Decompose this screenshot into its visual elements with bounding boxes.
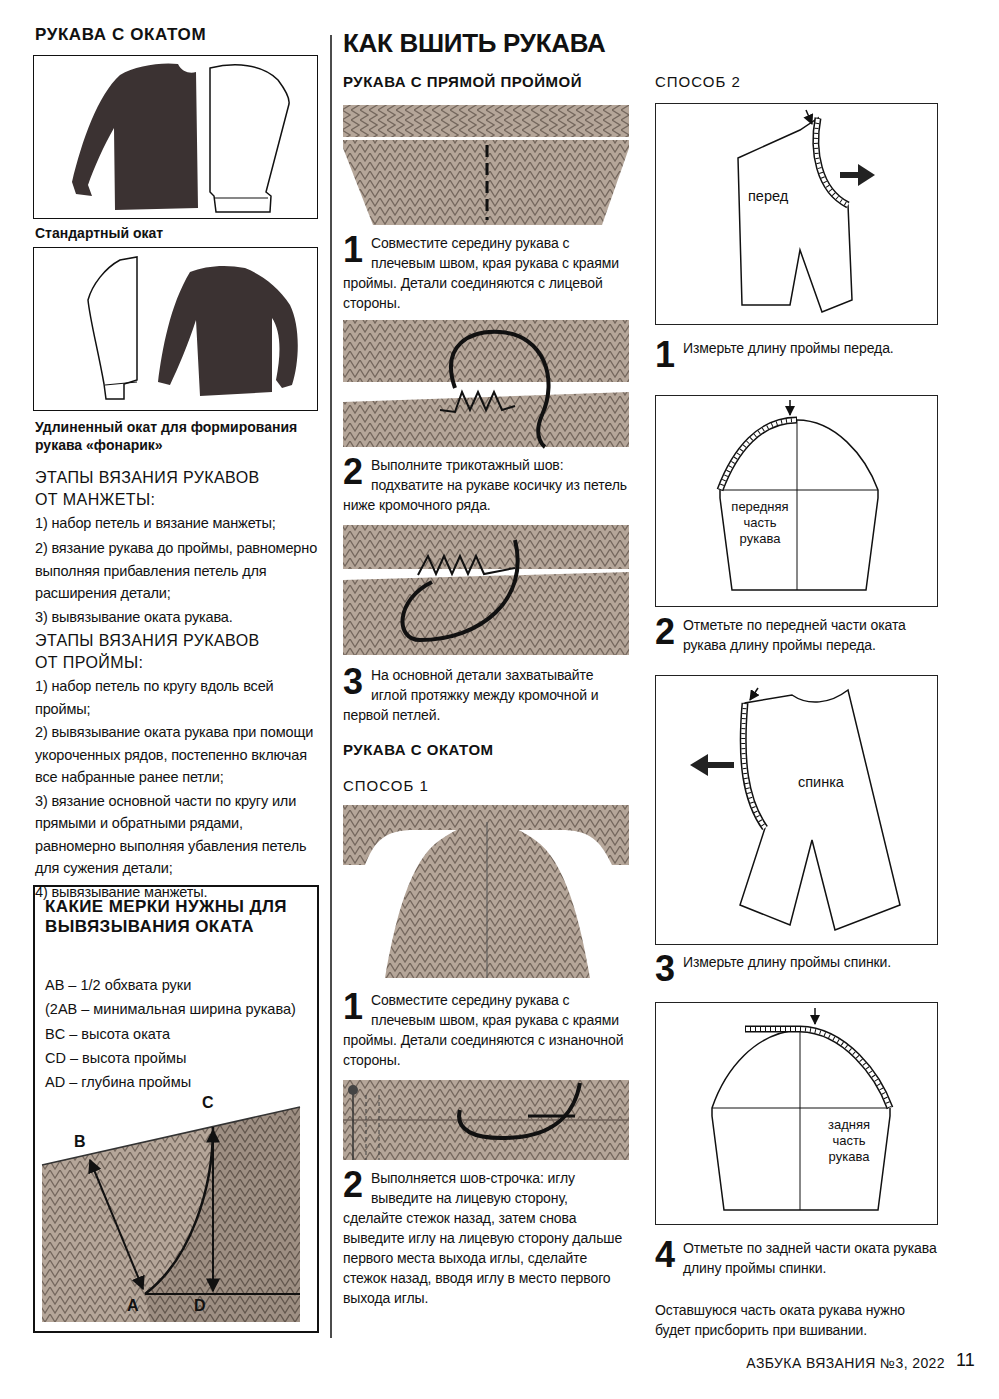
step-block: 2Выполните трикотажный шов: подхватите н… bbox=[343, 455, 630, 515]
step-number: 2 bbox=[655, 616, 675, 648]
box-text: спинка bbox=[798, 772, 860, 792]
back-piece-panel: спинка bbox=[655, 675, 938, 945]
point-letter: A bbox=[127, 1297, 143, 1315]
box-text: BC – высота оката bbox=[45, 1024, 315, 1044]
magazine-footer: АЗБУКА ВЯЗАНИЯ №3, 2022 bbox=[700, 1354, 945, 1372]
step-text: Выполняется шов-строчка: иглу выведите н… bbox=[343, 1170, 622, 1306]
box-text: передняя часть рукава bbox=[724, 499, 796, 547]
step-text: Измерьте длину проймы переда. bbox=[683, 340, 894, 356]
box-heading: КАКИЕ МЕРКИ НУЖНЫ ДЛЯ ВЫВЯЗЫВАНИЯ ОКАТА bbox=[45, 897, 295, 937]
step-block: 3На основной детали захватывайте иглой п… bbox=[343, 665, 630, 725]
page-number: 11 bbox=[956, 1350, 986, 1370]
point-letter: C bbox=[202, 1094, 218, 1112]
note-text: Оставшуюся часть оката рукава нужно буде… bbox=[655, 1300, 940, 1340]
step-number: 3 bbox=[655, 953, 675, 985]
figure-caption: Стандартный окат bbox=[35, 224, 325, 242]
section-heading: РУКАВА С ОКАТОМ bbox=[343, 741, 633, 759]
step-text: Выполните трикотажный шов: подхватите на… bbox=[343, 457, 627, 513]
step-number: 1 bbox=[343, 234, 363, 266]
list-item: 3) вывязывание оката рукава. bbox=[35, 606, 320, 629]
back-sleeve-panel: задняя часть рукава bbox=[655, 1002, 938, 1225]
step-text: На основной детали захватывайте иглой пр… bbox=[343, 667, 598, 723]
page-title: КАК ВШИТЬ РУКАВА bbox=[343, 28, 633, 58]
step-block: 1 Измерьте длину проймы переда. bbox=[655, 338, 940, 371]
step-number: 4 bbox=[655, 1239, 675, 1271]
figure-caption: Удлиненный окат для формирования рукава … bbox=[35, 418, 325, 454]
list-item: 2) вязание рукава до проймы, равномерно … bbox=[35, 537, 320, 605]
box-text: задняя часть рукава bbox=[814, 1117, 884, 1165]
step-block: 1Совместите середину рукава с плечевым ш… bbox=[343, 233, 630, 313]
step-text: Измерьте длину проймы спинки. bbox=[683, 954, 891, 970]
list-item: 4) вывязывание манжеты. bbox=[35, 881, 320, 904]
step-block: 1Совместите середину рукава с плечевым ш… bbox=[343, 990, 630, 1070]
front-piece-panel: перед bbox=[655, 103, 938, 325]
box-text: CD – высота проймы bbox=[45, 1048, 315, 1068]
point-letter: D bbox=[194, 1297, 210, 1315]
step-text: Отметьте по передней части оката рукава … bbox=[683, 617, 906, 653]
point-letter: B bbox=[74, 1133, 90, 1151]
step-block: 3 Измерьте длину проймы спинки. bbox=[655, 952, 940, 985]
step-number: 3 bbox=[343, 666, 363, 698]
front-sleeve-panel: передняя часть рукава bbox=[655, 395, 938, 607]
step-number: 2 bbox=[343, 1169, 363, 1201]
step-text: Совместите середину рукава с плечевым шв… bbox=[343, 235, 619, 311]
step-block: 2Отметьте по передней части оката рукава… bbox=[655, 615, 940, 655]
section-heading: РУКАВА С ОКАТОМ bbox=[35, 25, 325, 45]
section-heading: РУКАВА С ПРЯМОЙ ПРОЙМОЙ bbox=[343, 73, 633, 91]
list-heading: ЭТАПЫ ВЯЗАНИЯ РУКАВОВ ОТ ПРОЙМЫ: bbox=[35, 630, 263, 674]
step-number: 2 bbox=[343, 456, 363, 488]
step-block: 2Выполняется шов-строчка: иглу выведите … bbox=[343, 1168, 630, 1308]
step-text: Совместите середину рукава с плечевым шв… bbox=[343, 992, 623, 1068]
box-text: AD – глубина проймы bbox=[45, 1072, 315, 1092]
list-heading: ЭТАПЫ ВЯЗАНИЯ РУКАВОВ ОТ МАНЖЕТЫ: bbox=[35, 467, 263, 511]
step-block: 4Отметьте по задней части оката рукава д… bbox=[655, 1238, 940, 1278]
list-item: 2) вывязывание оката рукава при помощи у… bbox=[35, 721, 320, 789]
method-heading: СПОСОБ 2 bbox=[655, 73, 940, 91]
step-number: 1 bbox=[655, 339, 675, 371]
measurements-box: КАКИЕ МЕРКИ НУЖНЫ ДЛЯ ВЫВЯЗЫВАНИЯ ОКАТА A… bbox=[33, 885, 319, 1333]
step-number: 1 bbox=[343, 991, 363, 1023]
method-heading: СПОСОБ 1 bbox=[343, 777, 633, 795]
list-item: 1) набор петель и вязание манжеты; bbox=[35, 512, 320, 535]
box-text: AB – 1/2 обхвата руки bbox=[45, 975, 315, 995]
box-text: перед bbox=[748, 186, 808, 206]
list-item: 3) вязание основной части по кругу или п… bbox=[35, 790, 320, 880]
step-text: Отметьте по задней части оката рукава дл… bbox=[683, 1240, 937, 1276]
list-item: 1) набор петель по кругу вдоль всей прой… bbox=[35, 675, 320, 720]
box-text: (2AB – минимальная ширина рукава) bbox=[45, 999, 315, 1019]
